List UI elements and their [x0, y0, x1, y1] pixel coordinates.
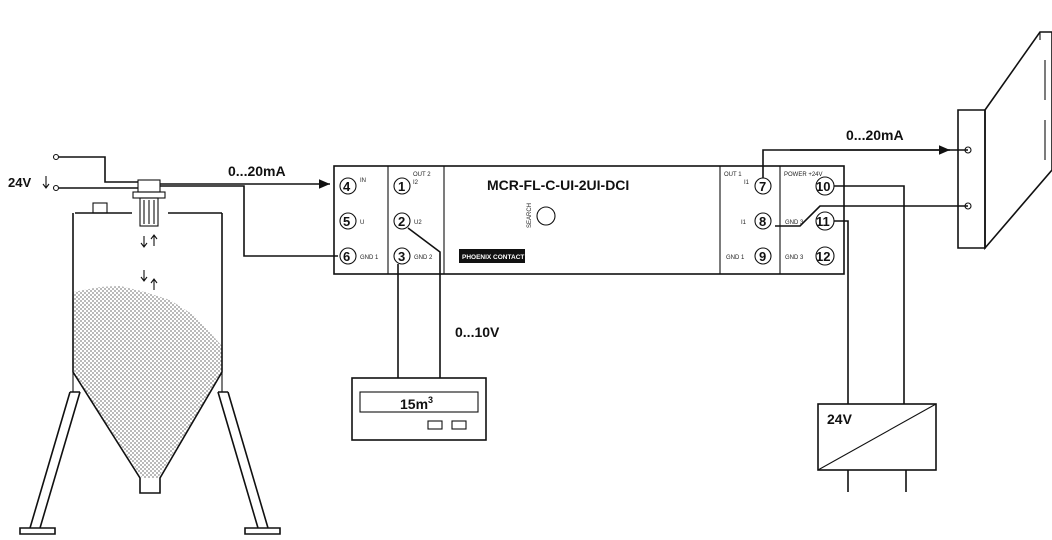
controller-card: [957, 31, 1052, 251]
svg-text:I1: I1: [741, 220, 747, 226]
terminal-10: 10 POWER +24V: [784, 172, 835, 196]
knob: [536, 206, 556, 226]
terminal-12: 12 GND 3: [785, 246, 835, 266]
supply-label: 24V: [8, 175, 31, 190]
svg-text:GND 1: GND 1: [726, 255, 745, 261]
silo-leg-left: [19, 391, 81, 535]
brand-text: PHOENIX CONTACT: [462, 254, 524, 261]
card-input-1: [964, 146, 972, 154]
card-input-2: [964, 202, 972, 210]
terminal-9: 9 GND 1: [726, 247, 772, 265]
svg-text:8: 8: [759, 214, 766, 229]
svg-text:6: 6: [343, 249, 350, 264]
svg-text:1: 1: [398, 179, 405, 194]
sensor-supply: 24V: [8, 153, 138, 192]
power-wiring: [834, 185, 905, 404]
current-input-wiring: 0...20mA: [160, 163, 338, 257]
terminal-11: 11 GND 3: [785, 211, 835, 231]
svg-text:I1: I1: [744, 180, 750, 186]
svg-text:10: 10: [816, 179, 830, 194]
voltage-out-label: 0...10V: [455, 324, 500, 340]
silo-material-fill: [73, 286, 222, 478]
terminal-6: 6 GND 1: [339, 247, 379, 265]
knob-label: SEARCH: [527, 203, 533, 228]
digital-display: 15m3: [351, 377, 487, 441]
terminal-1: 1 OUT 2 I2: [393, 172, 431, 195]
silo-leg-right: [217, 391, 281, 535]
display-value: 15m3: [400, 395, 433, 412]
svg-text:4: 4: [343, 179, 351, 194]
svg-text:OUT 1: OUT 1: [724, 172, 742, 178]
current-out-label: 0...20mA: [846, 127, 904, 143]
svg-text:U: U: [360, 220, 364, 226]
svg-text:GND 2: GND 2: [414, 255, 433, 261]
silo: [19, 202, 281, 535]
svg-text:OUT 2: OUT 2: [413, 172, 431, 178]
display-button-1: [427, 420, 443, 430]
svg-text:I2: I2: [413, 180, 419, 186]
module-name: MCR-FL-C-UI-2UI-DCI: [487, 177, 629, 193]
power-supply: 24V: [817, 403, 937, 492]
level-sensor: [132, 179, 166, 290]
current-output-wiring: 0...20mA: [762, 127, 968, 227]
svg-text:3: 3: [398, 249, 405, 264]
terminal-4: 4 IN: [339, 177, 366, 195]
svg-text:7: 7: [759, 179, 766, 194]
signal-conditioner-module: MCR-FL-C-UI-2UI-DCI SEARCH PHOENIX CONTA…: [333, 165, 845, 275]
terminal-3: 3 GND 2: [393, 247, 433, 265]
silo-outline: [72, 213, 223, 494]
svg-text:GND 1: GND 1: [360, 255, 379, 261]
silo-hatch: [92, 202, 108, 214]
svg-text:POWER +24V: POWER +24V: [784, 172, 823, 178]
voltage-output-wiring: 0...10V: [397, 227, 500, 378]
power-supply-label: 24V: [827, 411, 853, 427]
svg-text:IN: IN: [360, 178, 366, 184]
svg-text:5: 5: [343, 214, 350, 229]
silo-leg-brace: [72, 372, 223, 392]
svg-text:12: 12: [816, 249, 830, 264]
current-in-label: 0...20mA: [228, 163, 286, 179]
terminal-2: 2 U2: [393, 212, 422, 230]
svg-text:11: 11: [816, 214, 830, 229]
svg-text:GND 3: GND 3: [785, 255, 804, 261]
svg-text:U2: U2: [414, 220, 422, 226]
svg-text:GND 3: GND 3: [785, 220, 804, 226]
terminal-5: 5 U: [339, 212, 364, 230]
terminal-8: 8 I1: [741, 212, 772, 230]
svg-text:2: 2: [398, 214, 405, 229]
brand-logo: [459, 249, 525, 263]
terminal-7: 7 OUT 1 I1: [724, 172, 772, 195]
display-button-2: [451, 420, 467, 430]
svg-text:9: 9: [759, 249, 766, 264]
